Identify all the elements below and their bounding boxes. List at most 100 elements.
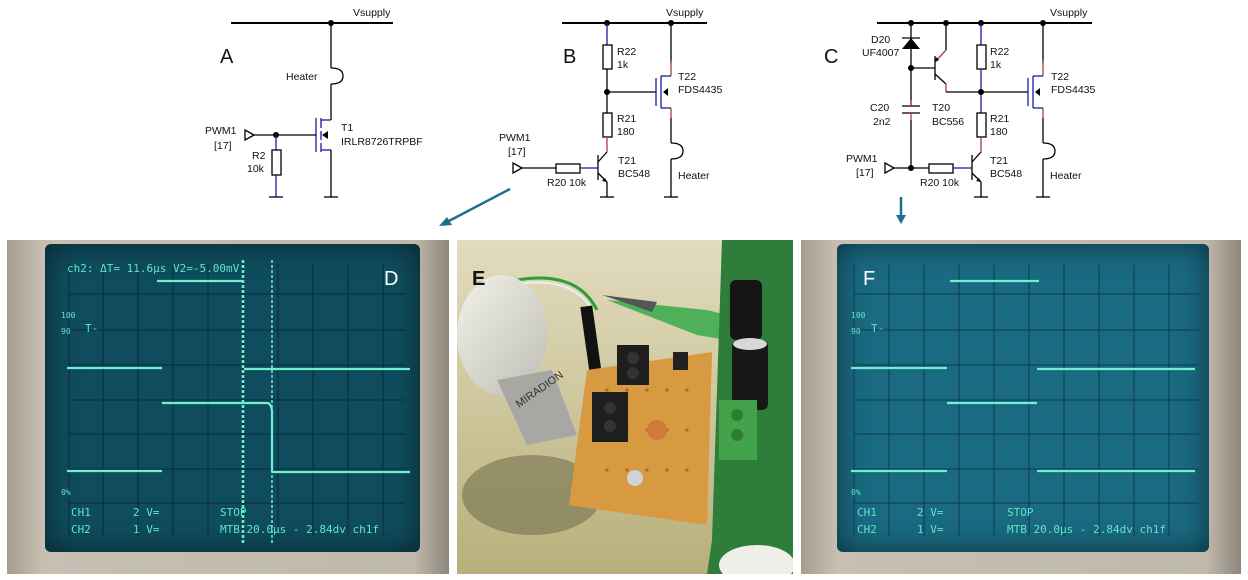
t21-name-b: T21 [618, 155, 636, 167]
scope-display-d: ch2: ΔT= 11.6µs V2=-5.00mV 100 90 0% T- … [61, 260, 410, 544]
arrow-b-to-d [439, 187, 511, 226]
transistor-t21-c [971, 151, 988, 198]
vsupply-label-b: Vsupply [666, 7, 704, 19]
heater-label-a: Heater [286, 71, 318, 83]
t21-part-c: BC548 [990, 168, 1022, 180]
trace-gate-d [162, 401, 410, 474]
d20-name: D20 [871, 34, 890, 46]
vsupply-label-a: Vsupply [353, 7, 391, 19]
status-f: STOP [1007, 506, 1034, 519]
t22-part-c: FDS4435 [1051, 84, 1096, 96]
resistor-r2 [271, 149, 282, 176]
ch1-label-f: CH1 [857, 506, 877, 519]
bulb-base [497, 370, 577, 445]
electrolytic-capacitor-2 [732, 340, 768, 410]
d20-part: UF4007 [862, 47, 900, 59]
grid-label-100-d: 100 [61, 311, 76, 320]
scope-display-f: 100 90 0% T- CH1 2 V= CH2 1 V= STOP MTB … [851, 264, 1199, 536]
t20-name: T20 [932, 102, 950, 114]
t1-part: IRLR8726TRPBF [341, 136, 423, 148]
r22-name-b: R22 [617, 46, 636, 58]
pwm-input-port-b [512, 161, 524, 175]
timebase-f: MTB 20.0µs - 2.84dv ch1f [1007, 523, 1166, 536]
resistor-r21-c [976, 112, 987, 138]
mosfet-t22-b [655, 23, 684, 198]
t22-name-b: T22 [678, 71, 696, 83]
trigger-marker-d: T- [85, 322, 98, 335]
pwm-label-a: PWM1 [205, 125, 237, 137]
grid-d [68, 264, 405, 536]
oscilloscope-panel-f: 100 90 0% T- CH1 2 V= CH2 1 V= STOP MTB … [801, 240, 1241, 574]
scope-screen-f: 100 90 0% T- CH1 2 V= CH2 1 V= STOP MTB … [837, 244, 1209, 552]
resistor-r20-b [555, 163, 581, 174]
r20-label-b: R20 10k [547, 177, 587, 189]
ch2-label-f: CH2 [857, 523, 877, 536]
mosfet-t22-c [1027, 23, 1056, 198]
ch2-label-d: CH2 [71, 523, 91, 536]
t21-name-c: T21 [990, 155, 1008, 167]
t1-name: T1 [341, 122, 353, 134]
circuit-c: Vsupply C D20 UF4007 C20 2n2 [824, 7, 1096, 198]
grid-label-90-d: 90 [61, 327, 71, 336]
heater-label-c: Heater [1050, 170, 1082, 182]
pwm-pin-b: [17] [508, 146, 526, 158]
ch2-scale-d: 1 V= [133, 523, 160, 536]
r21-value-c: 180 [990, 126, 1008, 138]
circuit-label-c: C [824, 46, 838, 68]
r2-name: R2 [252, 150, 266, 162]
circuit-label-a: A [220, 46, 234, 68]
timebase-d: MTB 20.0µs - 2.84dv ch1f [220, 523, 379, 536]
pwm-pin-c: [17] [856, 167, 874, 179]
resistor-r20-c [928, 163, 954, 174]
r22-value-c: 1k [990, 59, 1002, 71]
panel-label-d: D [384, 268, 399, 290]
heater-symbol-a [330, 67, 344, 85]
screw [627, 470, 643, 486]
pwm-input-port-c [884, 161, 896, 175]
grid-f [853, 264, 1199, 536]
grid-label-0-f: 0% [851, 488, 861, 497]
r21-name-c: R21 [990, 113, 1009, 125]
arrow-c-to-f [896, 197, 906, 224]
trace-ch1-f [851, 366, 1195, 371]
trace-ch1-d [67, 366, 410, 371]
circuit-a: Vsupply A Heater T1 IRLR8726TRPBF PWM1 [… [205, 7, 423, 198]
light-bulb [457, 275, 547, 395]
r22-value-b: 1k [617, 59, 629, 71]
heater-label-b: Heater [678, 170, 710, 182]
oscilloscope-panel-d: ch2: ΔT= 11.6µs V2=-5.00mV 100 90 0% T- … [7, 240, 449, 574]
r22-name-c: R22 [990, 46, 1009, 58]
t22-part-b: FDS4435 [678, 84, 723, 96]
t22-name-c: T22 [1051, 71, 1069, 83]
trigger-marker-f: T- [871, 322, 884, 335]
status-d: STOP [220, 506, 247, 519]
t21-part-b: BC548 [618, 168, 650, 180]
c20-value: 2n2 [873, 116, 891, 128]
ch2-scale-f: 1 V= [917, 523, 944, 536]
transistor-t21-b [597, 151, 614, 198]
panel-label-e: E [472, 268, 486, 290]
terminal-block-2 [592, 392, 628, 442]
circuit-label-b: B [563, 46, 576, 68]
grid-label-100-f: 100 [851, 311, 866, 320]
resistor-r21-b [602, 112, 613, 138]
capacitor [647, 420, 667, 440]
t20-part: BC556 [932, 116, 964, 128]
transistor-t20 [911, 23, 1028, 93]
c20-name: C20 [870, 102, 889, 114]
circuit-b: Vsupply B R22 1k R21 180 T21 BC548 [499, 7, 723, 198]
grid-label-90-f: 90 [851, 327, 861, 336]
pwm-pin-a: [17] [214, 140, 232, 152]
mosfet-t1 [315, 118, 338, 198]
r21-name-b: R21 [617, 113, 636, 125]
schematics-area: Vsupply A Heater T1 IRLR8726TRPBF PWM1 [… [205, 7, 1096, 226]
ch1-scale-d: 2 V= [133, 506, 160, 519]
panel-label-f: F [863, 268, 876, 290]
r2-value: 10k [247, 163, 265, 175]
resistor-r22-c [976, 44, 987, 70]
scope-header-d: ch2: ΔT= 11.6µs V2=-5.00mV [67, 262, 240, 275]
resistor-r22-b [602, 44, 613, 70]
ch1-scale-f: 2 V= [917, 506, 944, 519]
r21-value-b: 180 [617, 126, 635, 138]
vsupply-label-c: Vsupply [1050, 7, 1088, 19]
